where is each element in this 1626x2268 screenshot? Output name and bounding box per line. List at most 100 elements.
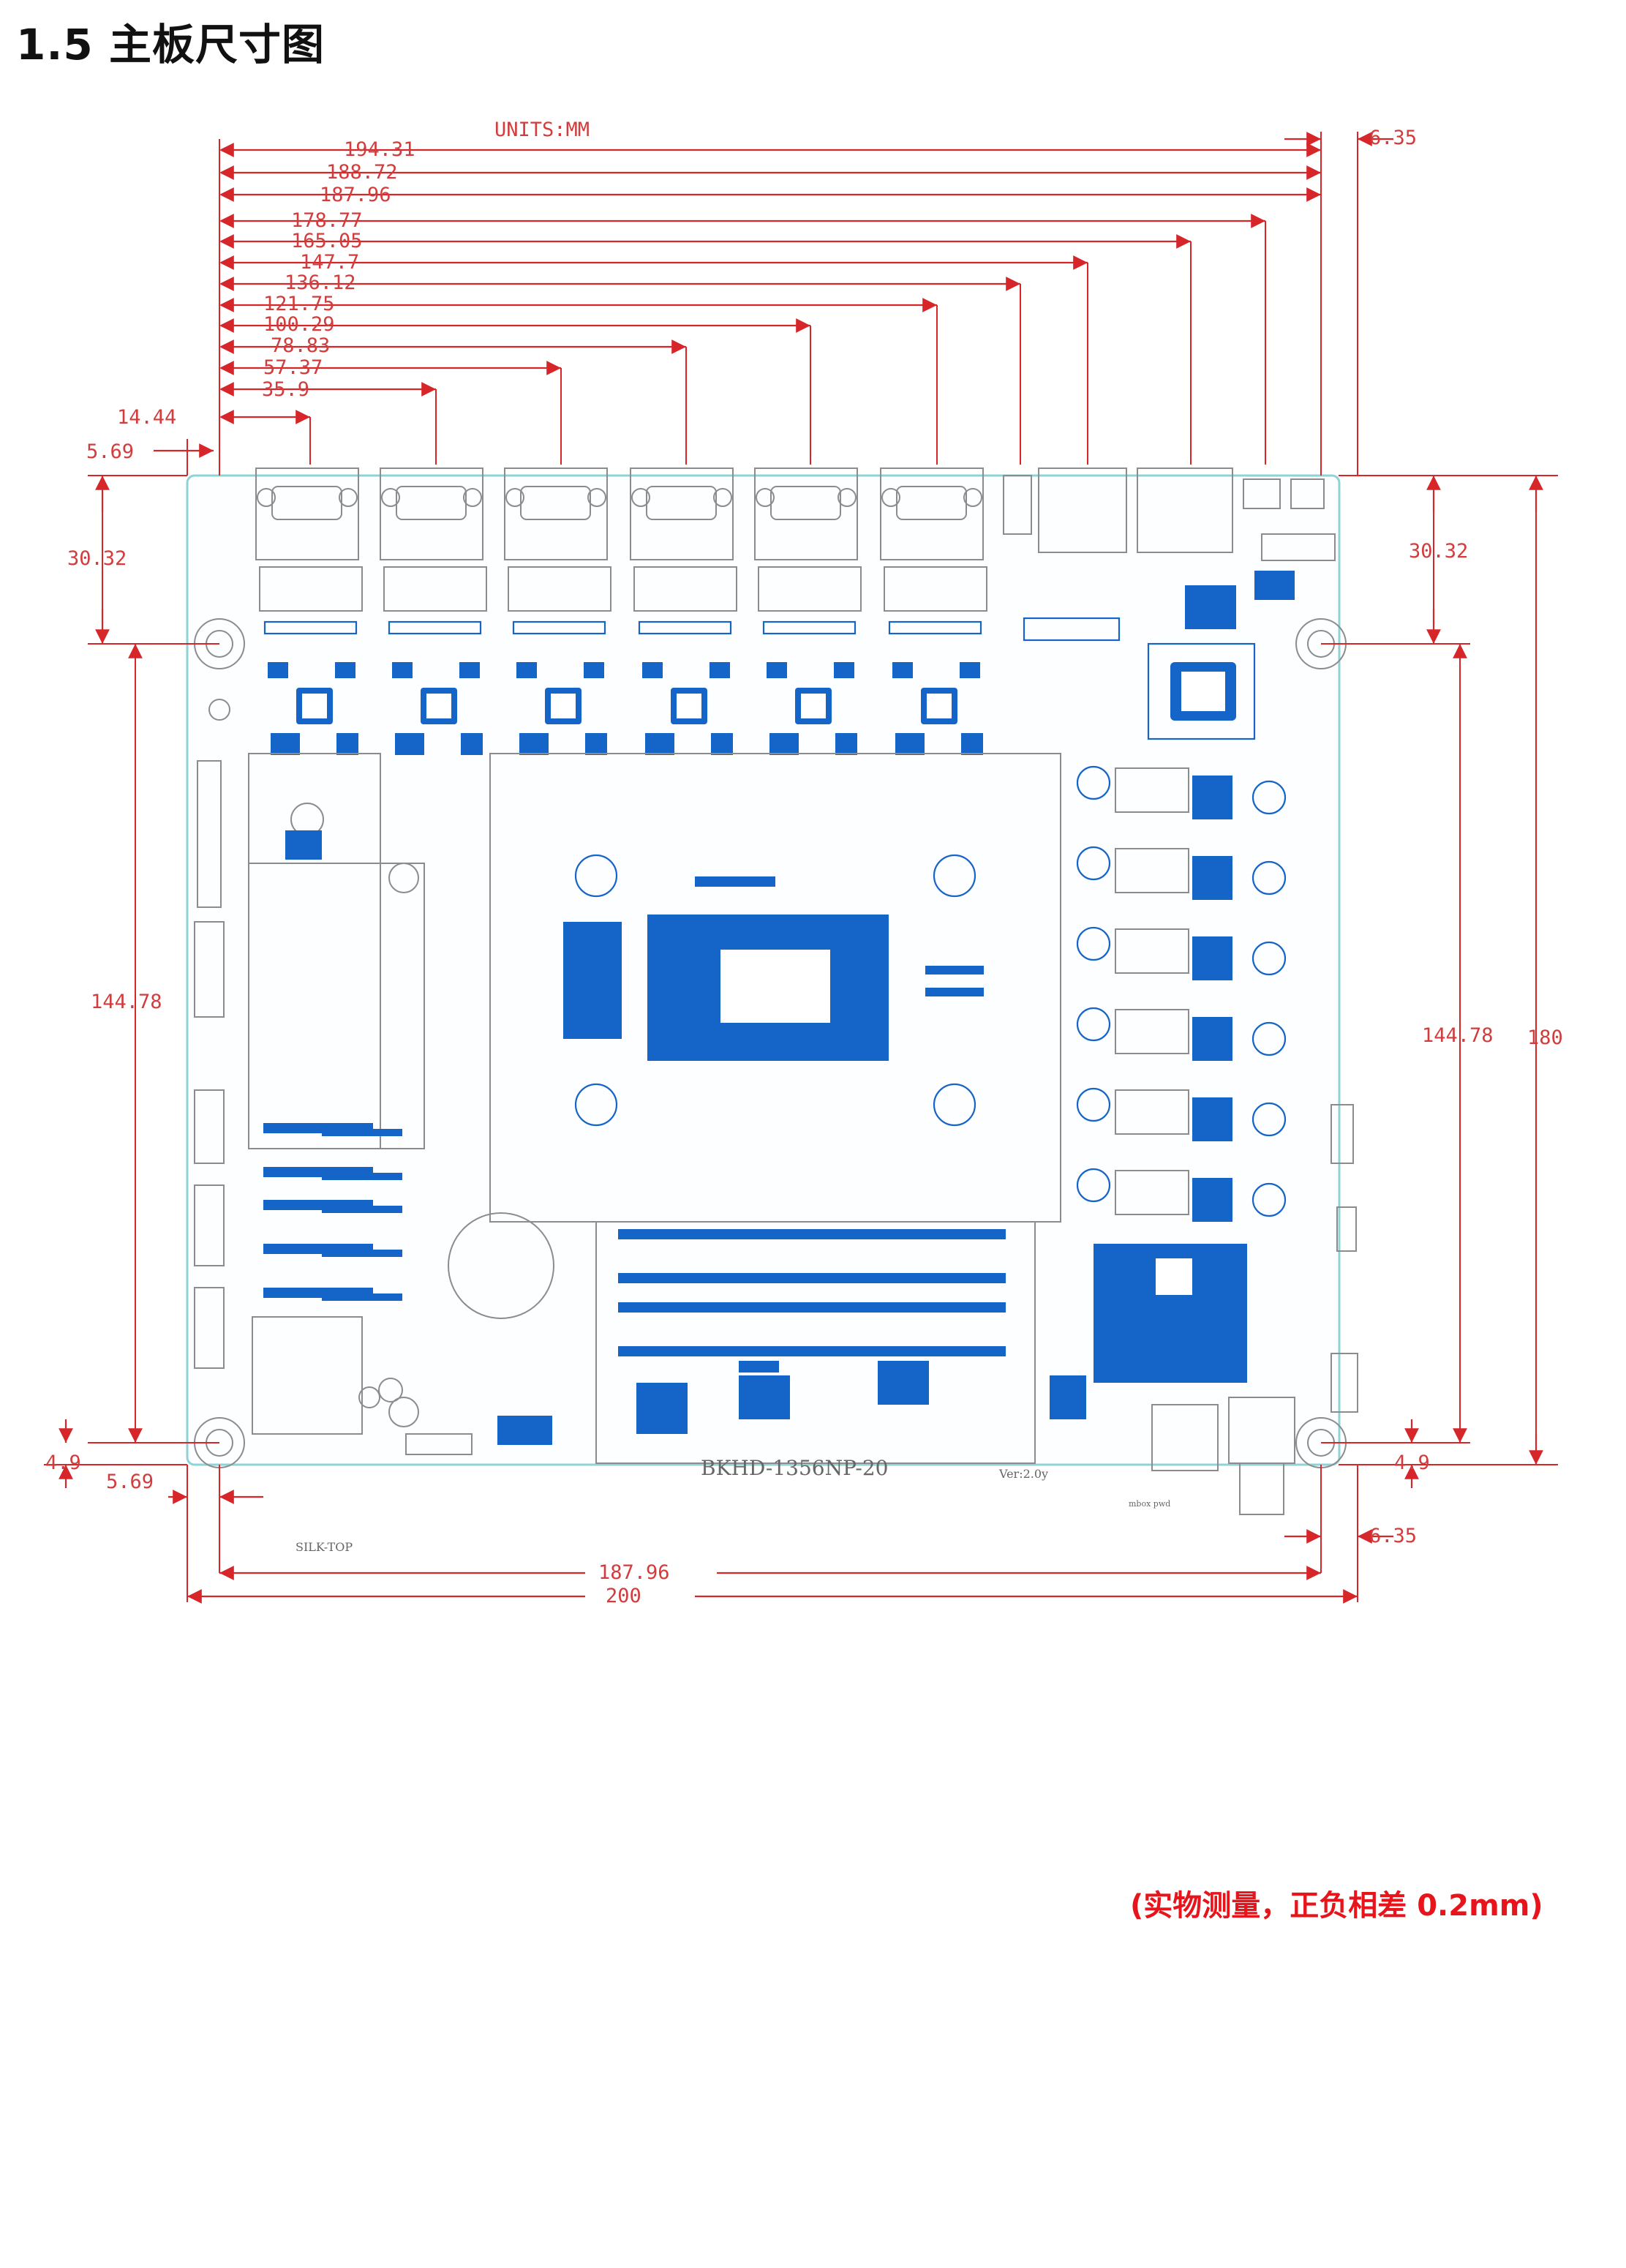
smd-cluster — [636, 1383, 688, 1434]
com-port-screw — [463, 488, 482, 507]
m2-standoff — [388, 863, 419, 893]
right-dim-144-78: 144.78 — [1422, 1024, 1494, 1047]
com-port-screw — [881, 488, 900, 507]
heatsink-hole — [933, 854, 976, 898]
smd-row — [739, 1361, 779, 1373]
dc-jack — [1151, 1404, 1219, 1471]
top-dim-14-44: 14.44 — [117, 406, 176, 429]
com-port-screw — [257, 488, 276, 507]
dimension-lines — [44, 132, 1558, 1604]
top-dim-194-31: 194.31 — [344, 138, 415, 161]
small-header — [1290, 478, 1325, 509]
com-pin-row — [512, 620, 606, 635]
uart-chip-core — [551, 694, 576, 718]
board-version-label: Ver:2.0y — [998, 1467, 1048, 1481]
smd-cluster — [336, 733, 358, 755]
power-connector-outline — [1239, 1462, 1284, 1515]
bottom-dim-187-96: 187.96 — [598, 1561, 670, 1584]
right-offset-bottom-label: 6.35 — [1369, 1525, 1417, 1547]
com-pin-row — [388, 620, 482, 635]
smd-cluster — [895, 733, 925, 755]
com-port-connector — [255, 468, 359, 560]
uart-chip-core — [801, 694, 826, 718]
vga-connector — [1038, 468, 1127, 553]
top-dim-147-7: 147.7 — [300, 251, 359, 274]
pin-header — [1261, 533, 1336, 561]
slot-contact-row — [322, 1293, 402, 1301]
com-port-connector — [504, 468, 608, 560]
com-port-screw — [587, 488, 606, 507]
electrolytic-cap — [1076, 1087, 1111, 1122]
left-dim-30-32: 30.32 — [67, 547, 127, 570]
right-dim-4-9: 4.9 — [1394, 1452, 1430, 1474]
uart-chip-core — [927, 694, 952, 718]
smd-cluster — [645, 733, 674, 755]
bottom-pin-header — [405, 1433, 473, 1455]
slot-contact-row — [322, 1250, 402, 1257]
com-port-header — [259, 566, 363, 612]
chip-cluster — [1185, 585, 1236, 629]
heatsink-hole — [574, 1083, 618, 1127]
smd-cluster — [960, 662, 980, 678]
top-dim-178-77: 178.77 — [291, 209, 363, 232]
smd-row — [925, 966, 984, 975]
com-port-connector — [880, 468, 984, 560]
com-pin-row — [888, 620, 982, 635]
right-connector-block — [1115, 848, 1189, 893]
uart-chip-core — [302, 694, 327, 718]
left-connector — [194, 1184, 225, 1266]
com-pin-row — [263, 620, 358, 635]
small-header — [1243, 478, 1281, 509]
smd-cluster — [711, 733, 733, 755]
sodimm-slot — [618, 1346, 1006, 1356]
com-port-header — [508, 566, 611, 612]
pin-header-blue — [1023, 617, 1121, 642]
smd-cluster — [642, 662, 663, 678]
smd-cluster — [769, 733, 799, 755]
electrolytic-cap — [1252, 1102, 1287, 1137]
top-dim-187-96: 187.96 — [320, 184, 391, 206]
small-hole — [378, 1378, 403, 1403]
smd-cluster — [516, 662, 537, 678]
com-port-header — [884, 566, 987, 612]
pcb-components — [194, 468, 1358, 1515]
m2-slot-area-2 — [248, 863, 425, 1149]
board-model-label: BKHD-1356NP-20 — [701, 1456, 889, 1480]
com-port-connector — [754, 468, 858, 560]
com-port-header — [633, 566, 737, 612]
com-port-screw — [631, 488, 650, 507]
smd-cluster — [392, 662, 413, 678]
smd-cluster — [878, 1361, 929, 1405]
top-dim-188-72: 188.72 — [326, 161, 398, 184]
smd-cluster — [585, 733, 607, 755]
electrolytic-cap — [1252, 941, 1287, 976]
smd-cluster — [395, 733, 424, 755]
electrolytic-cap — [1076, 1168, 1111, 1203]
top-dim-121-75: 121.75 — [263, 293, 335, 315]
com-pin-row — [762, 620, 857, 635]
units-label: UNITS:MM — [494, 119, 590, 141]
heatsink-hole — [574, 854, 618, 898]
top-dim-136-12: 136.12 — [285, 271, 356, 294]
com-port-screw — [381, 488, 400, 507]
smd-cluster — [459, 662, 480, 678]
dvi-connector — [1137, 468, 1233, 553]
chip-cluster — [1192, 936, 1232, 980]
sim-socket — [252, 1316, 363, 1435]
com-port-screw — [838, 488, 857, 507]
right-offset-top-label: 6.35 — [1369, 127, 1417, 149]
smd-row — [695, 876, 775, 887]
smd-cluster — [892, 662, 913, 678]
chip-cluster — [1192, 1097, 1232, 1141]
small-silk-label: mbox pwd — [1129, 1499, 1170, 1509]
smd-cluster — [584, 662, 604, 678]
left-connector — [194, 1287, 225, 1369]
com-port-screw — [713, 488, 732, 507]
page-title: 1.5 主板尺寸图 — [16, 20, 325, 70]
m2-standoff — [388, 1397, 419, 1427]
chip-cluster — [1192, 1178, 1232, 1222]
right-header — [1336, 1206, 1357, 1252]
smd-cluster — [961, 733, 983, 755]
top-dim-100-29: 100.29 — [263, 313, 335, 336]
left-connector — [194, 921, 225, 1018]
